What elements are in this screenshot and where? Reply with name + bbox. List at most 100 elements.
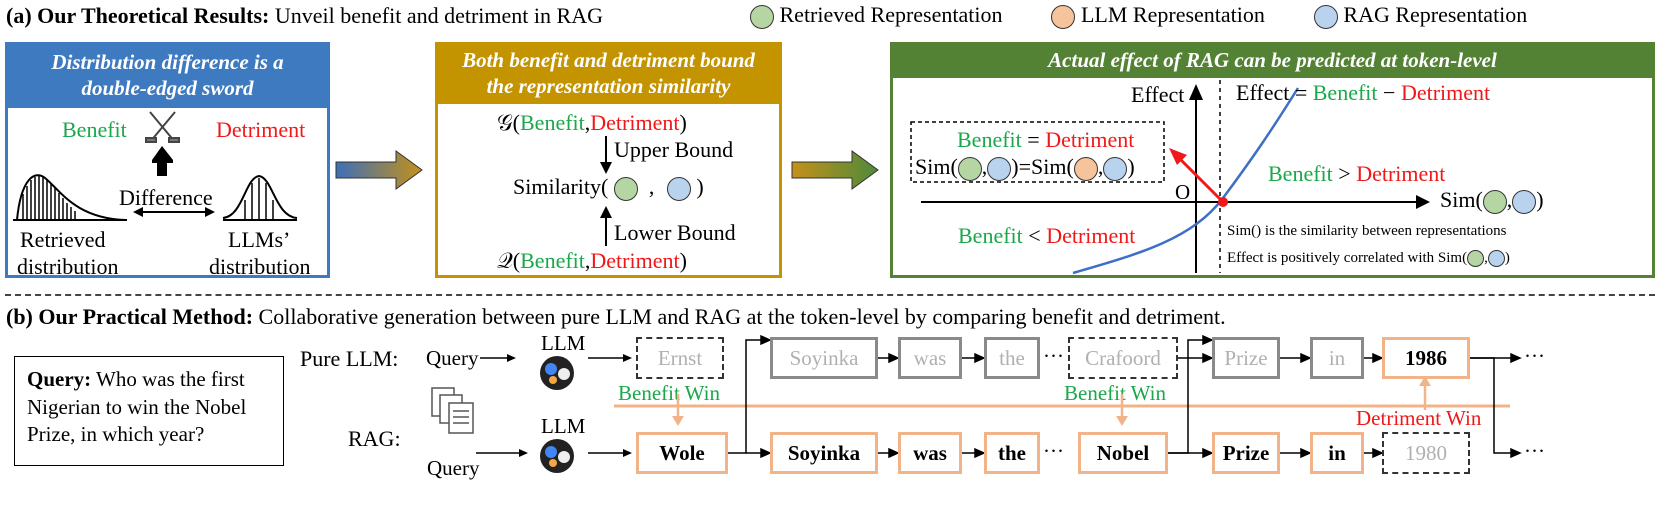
down-arrow-icon: [600, 136, 612, 174]
llm-token-7: in: [1310, 337, 1364, 379]
q-close: ): [679, 248, 687, 273]
less-statement: Benefit < Detriment: [958, 225, 1135, 247]
panel1-benefit: Benefit: [62, 117, 127, 142]
query-line1: Query: Who was the first: [27, 369, 245, 390]
similarity-expr: Similarity( , ): [513, 174, 704, 201]
benefit-win-1: Benefit Win: [618, 381, 720, 405]
rag-token-7: in: [1310, 432, 1364, 474]
retrieved-circle-icon: [957, 156, 982, 181]
legend-llm: LLM Representation: [1080, 2, 1265, 27]
llm-token-8: 1986: [1382, 337, 1470, 379]
rag-circle-icon: [1487, 250, 1505, 267]
sim-axis-label: Sim(,): [1440, 187, 1544, 214]
lt-sign: <: [1028, 223, 1041, 248]
llm-word-top: LLM: [541, 331, 586, 355]
greater-statement: Benefit > Detriment: [1268, 163, 1445, 185]
retrieved-circle-icon: [1467, 250, 1485, 267]
rag-circle-icon: [1103, 156, 1128, 181]
ellipsis-bottom-end: ···: [1524, 439, 1545, 463]
lt-detriment: Detriment: [1046, 223, 1136, 248]
q-benefit: Benefit: [520, 248, 585, 273]
effect-axis-label: Effect: [1131, 82, 1185, 107]
gradient-arrow-1: [335, 150, 423, 190]
rag-circle-icon: [1313, 4, 1338, 29]
panel1-retrieved-2: distribution: [17, 254, 119, 279]
g-close: ): [679, 110, 687, 135]
effect-eq-minus: −: [1383, 80, 1396, 105]
effect-eq-detriment: Detriment: [1400, 80, 1491, 105]
panel1-llm-2: distribution: [209, 254, 311, 279]
panel1-detriment: Detriment: [216, 117, 306, 142]
section-a-label: (a) Our Theoretical Results:: [6, 3, 270, 28]
retrieved-distribution-curve: [13, 174, 127, 221]
pure-llm-label: Pure LLM:: [300, 346, 399, 371]
panel3-header: Actual effect of RAG can be predicted at…: [890, 42, 1655, 78]
crossed-swords-icon: [145, 111, 180, 143]
lower-bound: Lower Bound: [614, 220, 736, 245]
section-a-heading: (a) Our Theoretical Results: Unveil bene…: [6, 5, 603, 27]
g-detriment: Detriment: [590, 110, 680, 135]
panel1-header: Distribution difference is a double-edge…: [5, 42, 330, 108]
llm-token-3: was: [898, 337, 962, 379]
query-line2: Nigerian to win the Nobel: [27, 395, 247, 419]
effect-note-close: ): [1504, 249, 1510, 266]
rag-token-4: the: [984, 432, 1040, 474]
similarity-close: ): [696, 174, 704, 199]
origin-dot: [1218, 197, 1228, 207]
gradient-arrow-2: [791, 150, 879, 190]
rag-token-6: Prize: [1212, 432, 1280, 474]
llm-circle-icon: [1051, 4, 1076, 29]
query-box: [14, 356, 284, 466]
legend: Retrieved Representation LLM Representat…: [750, 4, 1527, 29]
q-prefix: 𝒬(: [497, 248, 521, 273]
rag-token-1: Wole: [636, 432, 728, 474]
rag-circle-icon: [1512, 189, 1537, 214]
retrieved-circle-icon: [613, 176, 638, 201]
llm-token-1: Ernst: [636, 337, 724, 379]
upper-bound: Upper Bound: [614, 137, 734, 162]
sim-close-1: ): [1127, 154, 1135, 179]
equal-sim-expr: Sim(,)=Sim(,): [915, 154, 1135, 181]
legend-rag: RAG Representation: [1343, 2, 1528, 27]
documents-icon: [431, 387, 474, 434]
q-comma: ,: [584, 248, 591, 273]
g-prefix: 𝒢(: [497, 110, 520, 135]
panel2-header-line1: Both benefit and detriment bound: [462, 48, 755, 72]
gt-sign: >: [1338, 161, 1351, 186]
sim-note: Sim() is the similarity between represen…: [1227, 223, 1507, 239]
query-text-1: Who was the first: [96, 367, 245, 391]
llm-token-5: Crafoord: [1068, 337, 1178, 379]
sim-axis-close: ): [1536, 187, 1544, 212]
llm-circle-icon: [1073, 156, 1098, 181]
panel2-q-expr: 𝒬(Benefit,Detriment): [497, 250, 687, 272]
similarity-label: Similarity(: [513, 174, 609, 199]
g-benefit: Benefit: [520, 110, 585, 135]
section-b-heading: (b) Our Practical Method: Collaborative …: [6, 306, 1226, 328]
equal-statement: Benefit = Detriment: [957, 129, 1134, 151]
sim-left-1: Sim(: [915, 154, 958, 179]
section-separator: [5, 294, 1655, 296]
gt-detriment: Detriment: [1356, 161, 1446, 186]
panel1-retrieved-1: Retrieved: [20, 227, 106, 252]
effect-note: Effect is positively correlated with Sim…: [1227, 249, 1510, 267]
ellipsis-top-end: ···: [1524, 344, 1545, 368]
legend-retrieved: Retrieved Representation: [779, 2, 1003, 27]
panel1-graphics: [13, 111, 298, 221]
ellipsis-top-mid: ···: [1043, 344, 1064, 368]
panel2-header: Both benefit and detriment bound the rep…: [435, 42, 782, 104]
rag-label: RAG:: [348, 426, 401, 451]
panel1-difference: Difference: [119, 185, 213, 210]
eq-benefit: Benefit: [957, 127, 1022, 152]
benefit-win-2: Benefit Win: [1064, 381, 1166, 405]
llm-word-bottom: LLM: [541, 414, 586, 438]
llm-token-6: Prize: [1212, 337, 1280, 379]
rag-circle-icon: [987, 156, 1012, 181]
rag-token-8: 1980: [1382, 432, 1470, 474]
llm-distribution-curve: [222, 174, 298, 221]
rag-token-3: was: [898, 432, 962, 474]
rag-circle-icon: [666, 176, 691, 201]
effect-note-text: Effect is positively correlated with Sim…: [1227, 249, 1468, 266]
section-a-text: Unveil benefit and detriment in RAG: [274, 3, 603, 28]
llm-token-2: Soyinka: [770, 337, 878, 379]
gt-benefit: Benefit: [1268, 161, 1333, 186]
